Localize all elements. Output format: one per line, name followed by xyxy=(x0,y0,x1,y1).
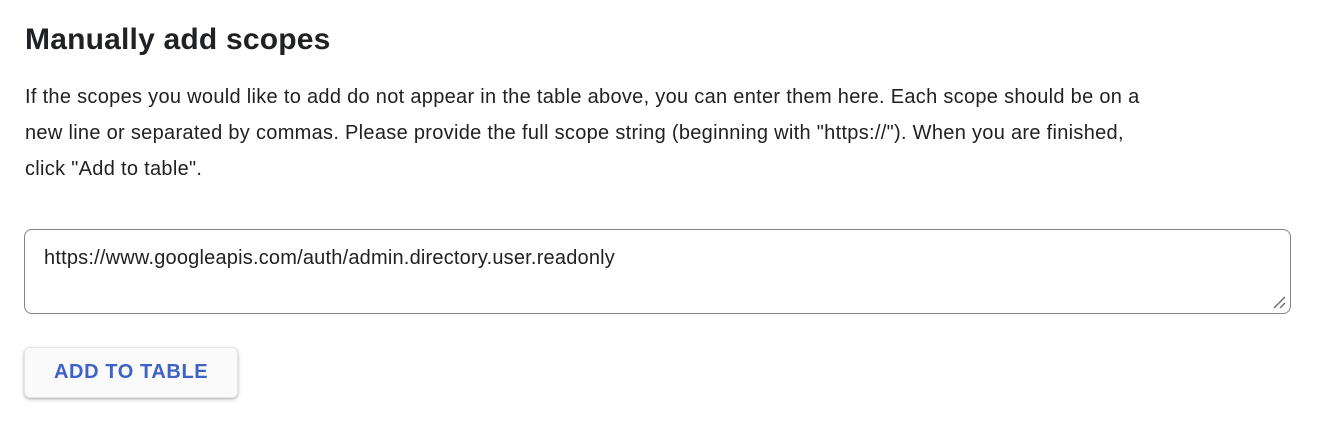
description-text: If the scopes you would like to add do n… xyxy=(25,86,1140,180)
scopes-input-container: https://www.googleapis.com/auth/admin.di… xyxy=(24,229,1291,314)
scopes-textarea[interactable]: https://www.googleapis.com/auth/admin.di… xyxy=(24,229,1291,314)
page-title: Manually add scopes xyxy=(25,23,331,56)
add-to-table-button[interactable]: ADD TO TABLE xyxy=(24,347,239,398)
resize-handle-icon[interactable] xyxy=(1271,294,1287,310)
